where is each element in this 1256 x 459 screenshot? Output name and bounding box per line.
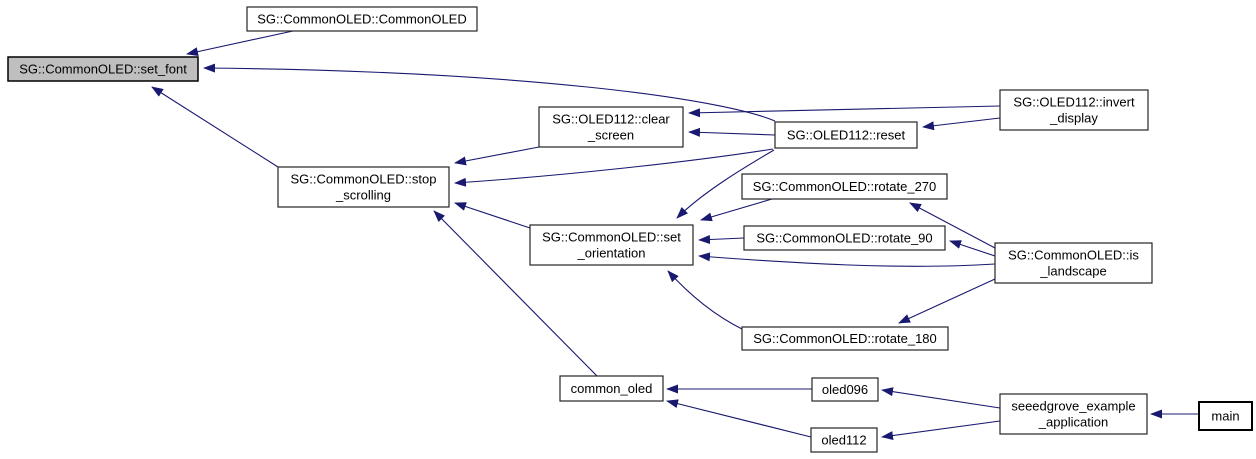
edge-stop-scrolling-to-set-font [151, 86, 279, 168]
node-box[interactable] [538, 106, 684, 148]
edge-invert-display-to-clear-screen [688, 105, 1001, 118]
node-box[interactable] [743, 225, 946, 251]
edge-clear-screen-to-stop-scrolling [454, 146, 540, 166]
node-box[interactable] [277, 166, 450, 208]
node-label: main [1211, 409, 1239, 424]
edge-seeedgrove-example-application-to-oled096 [881, 387, 1001, 409]
node-box[interactable] [741, 173, 948, 200]
node-label: SG::OLED112::clear_screen [552, 112, 670, 143]
node-oled096[interactable]: oled096 [811, 377, 879, 402]
edge-reset-to-stop-scrolling [454, 148, 774, 187]
node-label: SG::OLED112::invert_display [1013, 95, 1135, 126]
node-label: SG::CommonOLED::stop_scrolling [291, 172, 437, 203]
node-box[interactable] [999, 89, 1149, 131]
node-oled112[interactable]: oled112 [810, 427, 878, 453]
node-rotate-90[interactable]: SG::CommonOLED::rotate_90 [743, 225, 946, 251]
node-label: SG::CommonOLED::rotate_180 [753, 331, 937, 346]
node-box[interactable] [741, 326, 949, 351]
edge-rotate-180-to-set-orientation [667, 270, 743, 330]
node-rotate-270[interactable]: SG::CommonOLED::rotate_270 [741, 173, 948, 200]
node-common-oled[interactable]: common_oled [559, 375, 664, 402]
node-is-landscape[interactable]: SG::CommonOLED::is_landscape [994, 242, 1153, 284]
node-seeedgrove-example-application[interactable]: seeedgrove_example_application [999, 393, 1148, 435]
edge-common-oled-to-stop-scrolling [433, 210, 598, 377]
node-box[interactable] [559, 375, 664, 402]
edge-oled112-to-common-oled [666, 399, 812, 438]
edge-is-landscape-to-rotate-180 [898, 278, 996, 324]
node-clear-screen[interactable]: SG::OLED112::clear_screen [538, 106, 684, 148]
node-label: oled112 [821, 433, 866, 448]
node-label: oled096 [822, 382, 868, 397]
edge-seeedgrove-example-application-to-oled112 [881, 420, 1001, 440]
node-rotate-180[interactable]: SG::CommonOLED::rotate_180 [741, 326, 949, 351]
node-box[interactable] [999, 393, 1148, 435]
node-set-orientation[interactable]: SG::CommonOLED::set_orientation [529, 224, 694, 266]
edge-reset-to-set-orientation [676, 149, 775, 219]
node-box[interactable] [246, 6, 478, 32]
node-invert-display[interactable]: SG::OLED112::invert_display [999, 89, 1149, 131]
edge-is-landscape-to-rotate-270 [909, 202, 996, 249]
node-box[interactable] [1198, 401, 1253, 431]
edge-reset-to-set-font [203, 63, 776, 122]
node-label: SG::CommonOLED::rotate_90 [756, 231, 932, 246]
node-label: SG::CommonOLED::CommonOLED [257, 12, 467, 27]
edge-rotate-90-to-set-orientation [698, 235, 745, 245]
node-set-font[interactable]: SG::CommonOLED::set_font [7, 56, 199, 82]
node-label: SG::CommonOLED::set_font [19, 62, 187, 77]
node-box[interactable] [810, 427, 878, 453]
edge-is-landscape-to-set-orientation [698, 252, 996, 267]
node-layer: SG::CommonOLED::set_fontSG::CommonOLED::… [7, 6, 1253, 453]
edge-set-orientation-to-stop-scrolling [454, 202, 531, 229]
node-box[interactable] [774, 121, 918, 149]
edge-layer [151, 30, 1199, 440]
node-box[interactable] [529, 224, 694, 266]
node-commonoled-ctor[interactable]: SG::CommonOLED::CommonOLED [246, 6, 478, 32]
node-label: SG::CommonOLED::set_orientation [542, 230, 681, 261]
node-label: common_oled [571, 381, 653, 396]
node-label: SG::CommonOLED::is_landscape [1008, 248, 1139, 279]
node-label: SG::CommonOLED::rotate_270 [753, 179, 937, 194]
node-stop-scrolling[interactable]: SG::CommonOLED::stop_scrolling [277, 166, 450, 208]
edge-invert-display-to-reset [922, 117, 1001, 131]
edge-rotate-270-to-set-orientation [700, 198, 773, 222]
node-box[interactable] [994, 242, 1153, 284]
edge-reset-to-clear-screen [688, 127, 776, 137]
node-box[interactable] [811, 377, 879, 402]
edge-is-landscape-to-rotate-90 [949, 240, 996, 257]
node-label: SG::OLED112::reset [787, 128, 906, 143]
node-reset[interactable]: SG::OLED112::reset [774, 121, 918, 149]
edge-commonoled-ctor-to-set-font [186, 30, 294, 57]
node-box[interactable] [7, 56, 199, 82]
node-main[interactable]: main [1198, 401, 1253, 431]
node-label: seeedgrove_example_application [1011, 399, 1135, 430]
